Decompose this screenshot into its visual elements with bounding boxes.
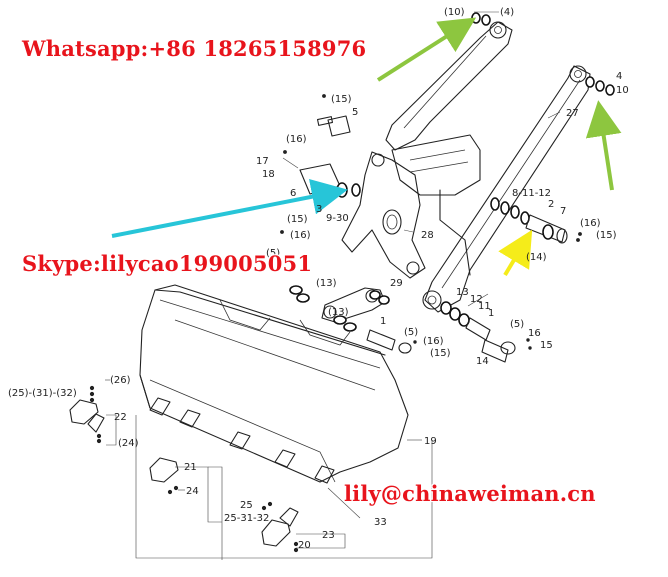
callout: 21 xyxy=(184,462,197,473)
bell-crank xyxy=(341,151,426,279)
callout: (15) xyxy=(287,214,308,225)
callout: (4) xyxy=(500,7,514,18)
callout: (16) xyxy=(290,230,311,241)
callout: 10 xyxy=(616,85,629,96)
callout-leader-lines xyxy=(105,11,561,560)
callout: 4 xyxy=(616,71,622,82)
skype-contact-text: Skype:lilycao199005051 xyxy=(22,251,313,276)
callout: (25)-(31)-(32) xyxy=(8,388,77,399)
callout: 33 xyxy=(374,517,387,528)
tooth-adapter-detail xyxy=(69,385,299,553)
callout: 20 xyxy=(298,540,311,551)
callout: 8-11-12 xyxy=(512,188,551,199)
callout: 25 xyxy=(240,500,253,511)
callout: 22 xyxy=(114,412,127,423)
callout: 3 xyxy=(316,204,322,215)
callout: (10) xyxy=(444,7,465,18)
callout: 19 xyxy=(424,436,437,447)
callout: (13) xyxy=(316,278,337,289)
arrow-cyan xyxy=(111,178,348,238)
callout-labels: (10) (4) 4 10 27 (15) 5 (16) 17 18 6 3 9… xyxy=(8,7,629,551)
callout: 5 xyxy=(352,107,358,118)
callout: 24 xyxy=(186,486,199,497)
callout: (15) xyxy=(430,348,451,359)
callout: 2 xyxy=(548,199,554,210)
callout: 14 xyxy=(476,356,489,367)
callout: 9-30 xyxy=(326,213,349,224)
callout: 27 xyxy=(566,108,579,119)
callout: 6 xyxy=(290,188,296,199)
whatsapp-contact-text: Whatsapp:+86 18265158976 xyxy=(22,36,367,61)
highlight-arrows xyxy=(111,17,622,277)
callout: 16 xyxy=(528,328,541,339)
callout: (5) xyxy=(404,327,418,338)
tilt-link xyxy=(321,287,386,323)
callout: (24) xyxy=(118,438,139,449)
callout: 12 xyxy=(470,294,483,305)
callout: 1 xyxy=(380,316,386,327)
callout: (26) xyxy=(110,375,131,386)
email-contact-text: lily@chinaweiman.cn xyxy=(344,481,596,506)
callout: 23 xyxy=(322,530,335,541)
arrow-green-top xyxy=(376,17,477,82)
callout: (15) xyxy=(331,94,352,105)
bucket xyxy=(139,284,409,484)
callout: (16) xyxy=(423,336,444,347)
callout: 17 xyxy=(256,156,269,167)
callout: 1 xyxy=(488,308,494,319)
callout: (16) xyxy=(580,218,601,229)
boom-arm-upper xyxy=(385,21,513,151)
callout: (16) xyxy=(286,134,307,145)
callout: (14) xyxy=(526,252,547,263)
callout: (15) xyxy=(596,230,617,241)
callout: 13 xyxy=(456,287,469,298)
boom-cross-tube xyxy=(391,134,481,276)
arrow-green-right xyxy=(585,100,622,191)
callout: 18 xyxy=(262,169,275,180)
callout: 11 xyxy=(478,301,491,312)
callout: 28 xyxy=(421,230,434,241)
callout: 7 xyxy=(560,206,566,217)
callout: 25-31-32 xyxy=(224,513,269,524)
callout: 15 xyxy=(540,340,553,351)
callout: (5) xyxy=(510,319,524,330)
callout: (13) xyxy=(328,307,349,318)
callout: 29 xyxy=(390,278,403,289)
callout: (5) xyxy=(266,248,280,259)
arrow-yellow xyxy=(498,229,533,277)
